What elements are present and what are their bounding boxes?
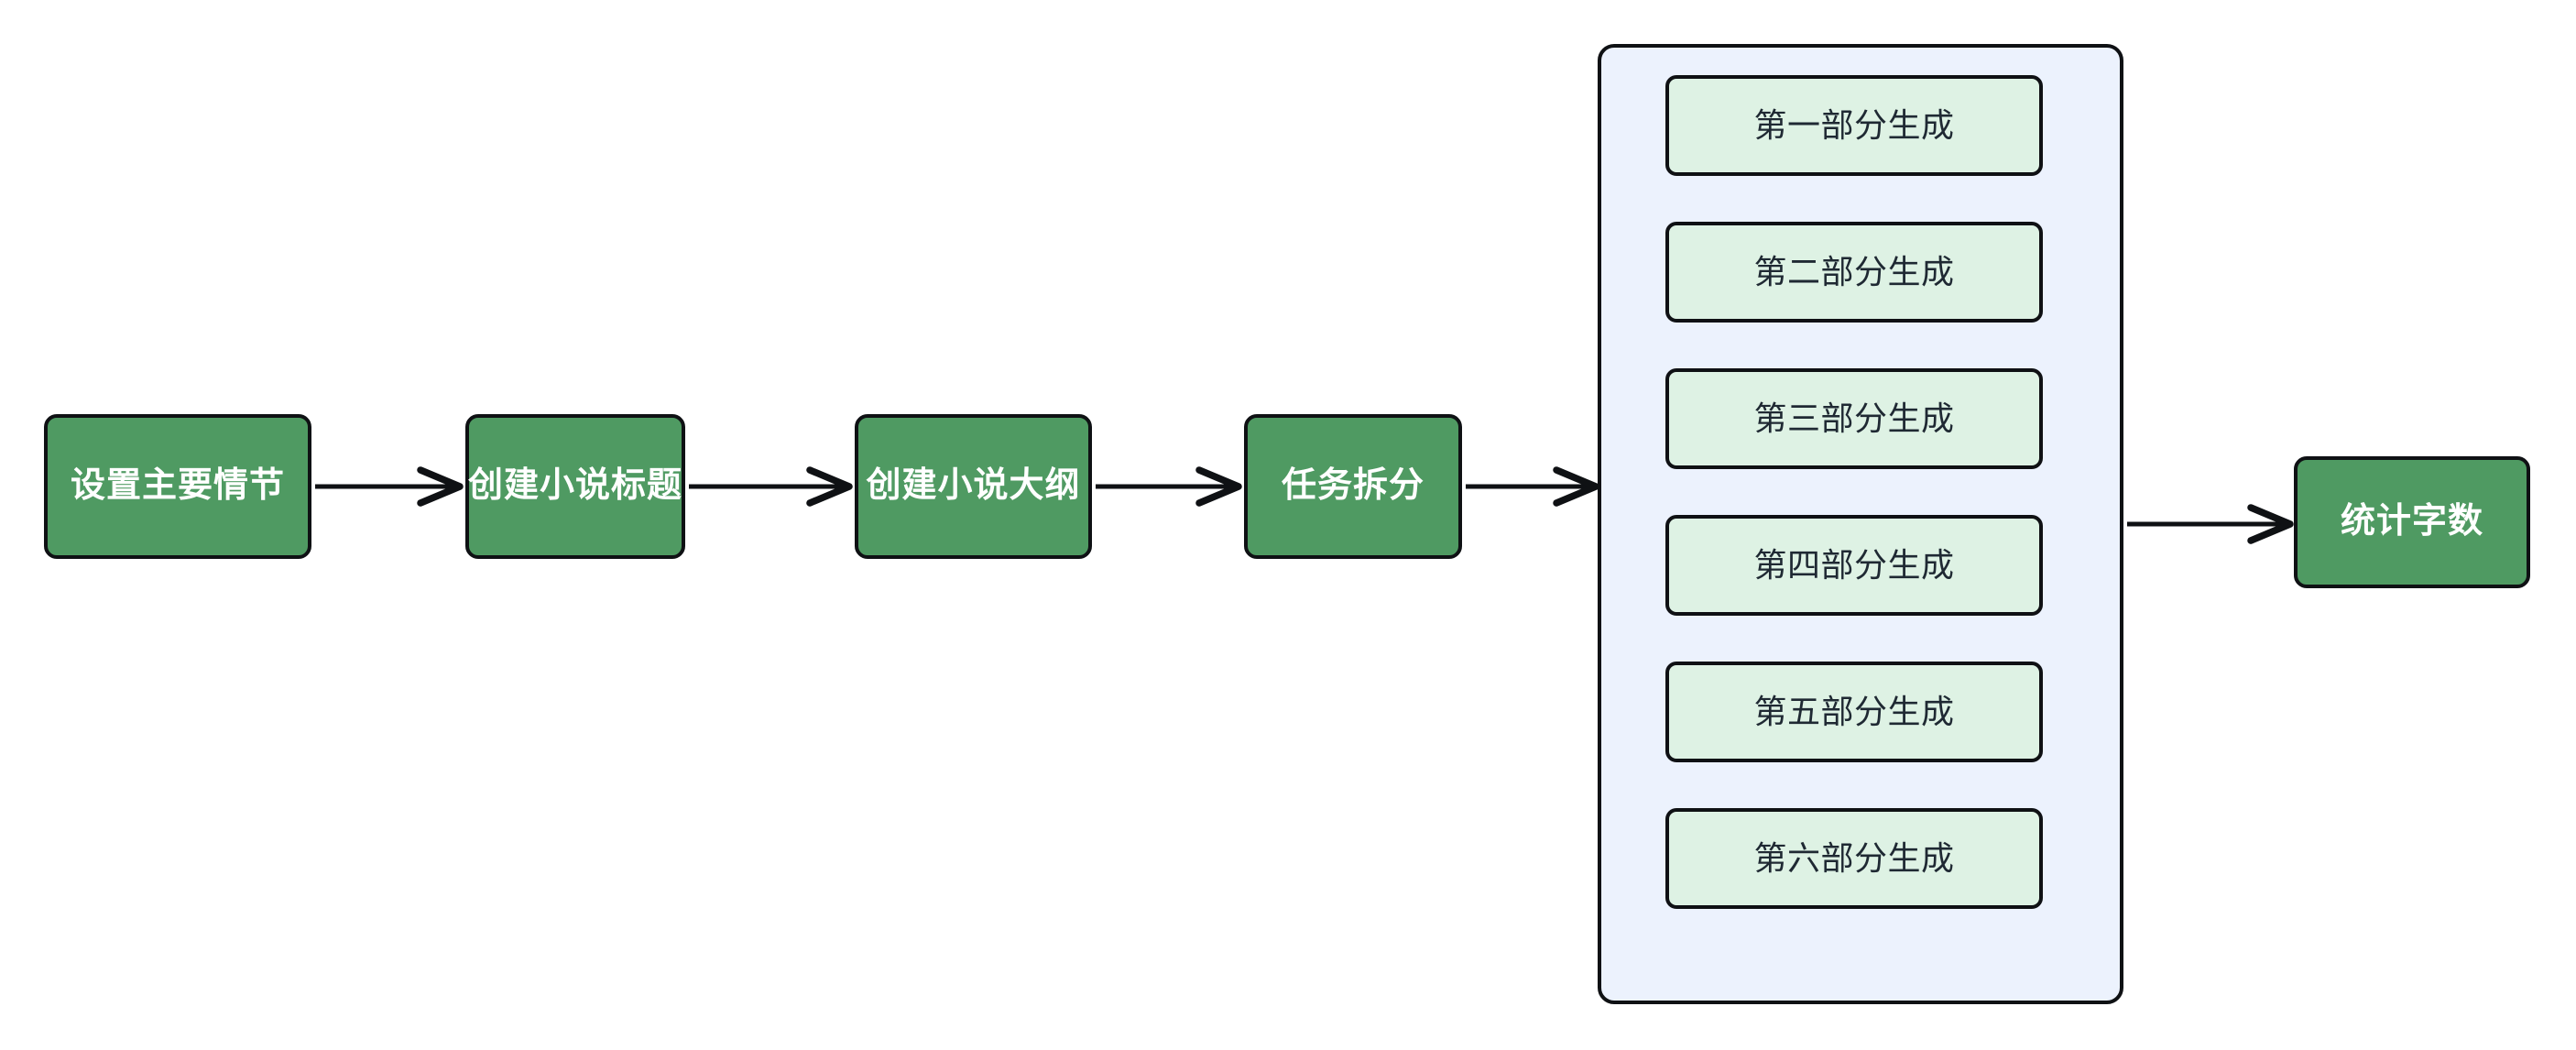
process-node-label: 统计字数 bbox=[2340, 502, 2483, 541]
process-node-label: 创建小说大纲 bbox=[866, 466, 1081, 506]
sub-node-s5[interactable]: 第五部分生成 bbox=[1665, 662, 2043, 762]
sub-node-label: 第二部分生成 bbox=[1753, 253, 1955, 291]
process-node-n2[interactable]: 创建小说标题 bbox=[465, 414, 685, 559]
process-node-n4[interactable]: 任务拆分 bbox=[1244, 414, 1462, 559]
process-node-label: 任务拆分 bbox=[1281, 466, 1424, 506]
sub-node-s1[interactable]: 第一部分生成 bbox=[1665, 75, 2043, 176]
process-node-n3[interactable]: 创建小说大纲 bbox=[855, 414, 1092, 559]
sub-node-label: 第六部分生成 bbox=[1753, 839, 1955, 878]
sub-node-label: 第五部分生成 bbox=[1753, 693, 1955, 731]
sub-node-s2[interactable]: 第二部分生成 bbox=[1665, 222, 2043, 323]
process-node-n1[interactable]: 设置主要情节 bbox=[44, 414, 311, 559]
sub-node-label: 第一部分生成 bbox=[1753, 106, 1955, 145]
process-node-n5[interactable]: 统计字数 bbox=[2294, 456, 2530, 588]
sub-node-s6[interactable]: 第六部分生成 bbox=[1665, 808, 2043, 909]
process-node-label: 创建小说标题 bbox=[468, 466, 683, 506]
sub-node-s4[interactable]: 第四部分生成 bbox=[1665, 515, 2043, 616]
sub-node-label: 第三部分生成 bbox=[1753, 399, 1955, 438]
sub-node-label: 第四部分生成 bbox=[1753, 546, 1955, 585]
process-node-label: 设置主要情节 bbox=[70, 466, 285, 506]
sub-node-s3[interactable]: 第三部分生成 bbox=[1665, 368, 2043, 469]
